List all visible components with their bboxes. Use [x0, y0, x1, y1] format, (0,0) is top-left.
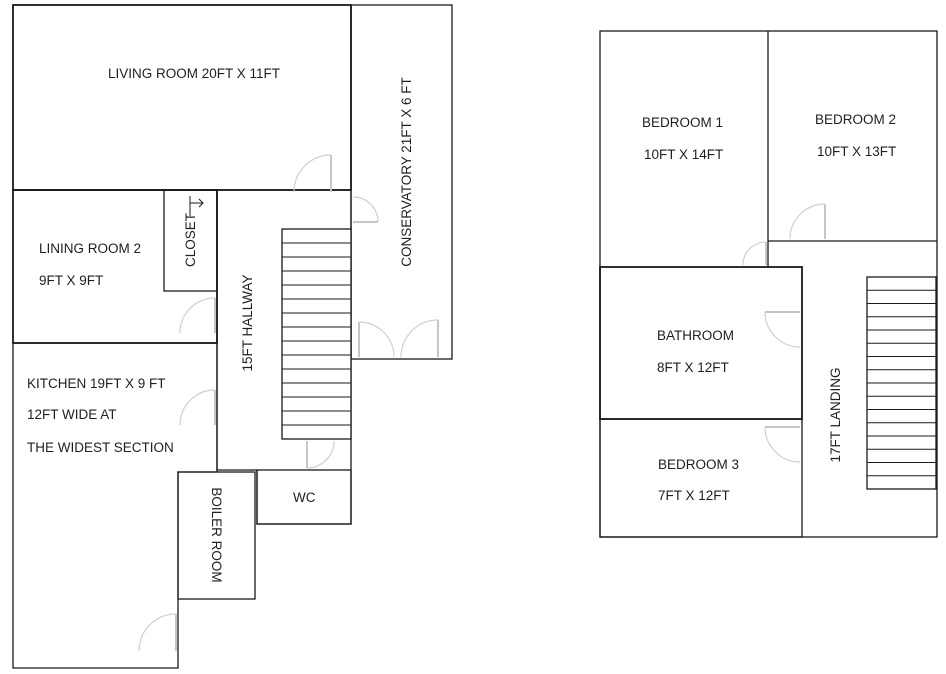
kitchen-label-line2: 12FT WIDE AT [27, 407, 117, 422]
wc [256, 469, 352, 525]
bathroom-size: 8FT X 12FT [657, 360, 729, 375]
door[interactable] [789, 203, 826, 240]
kitchen [12, 342, 218, 669]
dining-room-label: LINING ROOM 2 [39, 241, 141, 256]
door[interactable] [293, 154, 332, 193]
bedroom-3 [599, 418, 803, 538]
first-floor-staircase [866, 276, 937, 490]
door[interactable] [764, 426, 801, 463]
door[interactable] [179, 389, 216, 426]
door[interactable] [400, 319, 439, 358]
closet-label: CLOSET [183, 213, 198, 267]
living-room-label: LIVING ROOM 20FT X 11FT [108, 66, 280, 81]
kitchen-label-line3: THE WIDEST SECTION [27, 440, 174, 455]
conservatory-label: CONSERVATORY 21FT X 6 FT [399, 77, 414, 267]
boiler-room-label: BOILER ROOM [209, 487, 224, 582]
ground-floor-staircase [281, 228, 352, 440]
door[interactable] [358, 321, 395, 358]
ground-floor: LIVING ROOM 20FT X 11FT CONSERVATORY 21F… [12, 4, 453, 669]
living-room [12, 4, 352, 191]
bedroom-2-label: BEDROOM 2 [815, 112, 896, 127]
conservatory [350, 4, 453, 360]
bedroom-3-size: 7FT X 12FT [658, 488, 730, 503]
door[interactable] [306, 440, 335, 469]
bedroom-1-size: 10FT X 14FT [644, 147, 723, 162]
bathroom-label: BATHROOM [657, 328, 734, 343]
landing-label: 17FT LANDING [828, 367, 843, 462]
bedroom-1-label: BEDROOM 1 [642, 115, 723, 130]
dining-room-size: 9FT X 9FT [39, 273, 103, 288]
boiler-room [177, 471, 256, 600]
door[interactable] [179, 297, 216, 334]
bedroom-2-size: 10FT X 13FT [817, 144, 896, 159]
bathroom [599, 266, 803, 420]
door[interactable] [764, 311, 801, 348]
hallway-label: 15FT HALLWAY [240, 274, 255, 371]
door[interactable] [742, 241, 767, 266]
wc-label: WC [293, 490, 316, 505]
closet-arrow-icon [189, 196, 204, 216]
door[interactable] [138, 613, 177, 652]
kitchen-label-line1: KITCHEN 19FT X 9 FT [27, 376, 166, 391]
door[interactable] [352, 196, 379, 223]
bedroom-3-label: BEDROOM 3 [658, 457, 739, 472]
first-floor: BEDROOM 1 10FT X 14FT BEDROOM 2 10FT X 1… [599, 30, 938, 538]
